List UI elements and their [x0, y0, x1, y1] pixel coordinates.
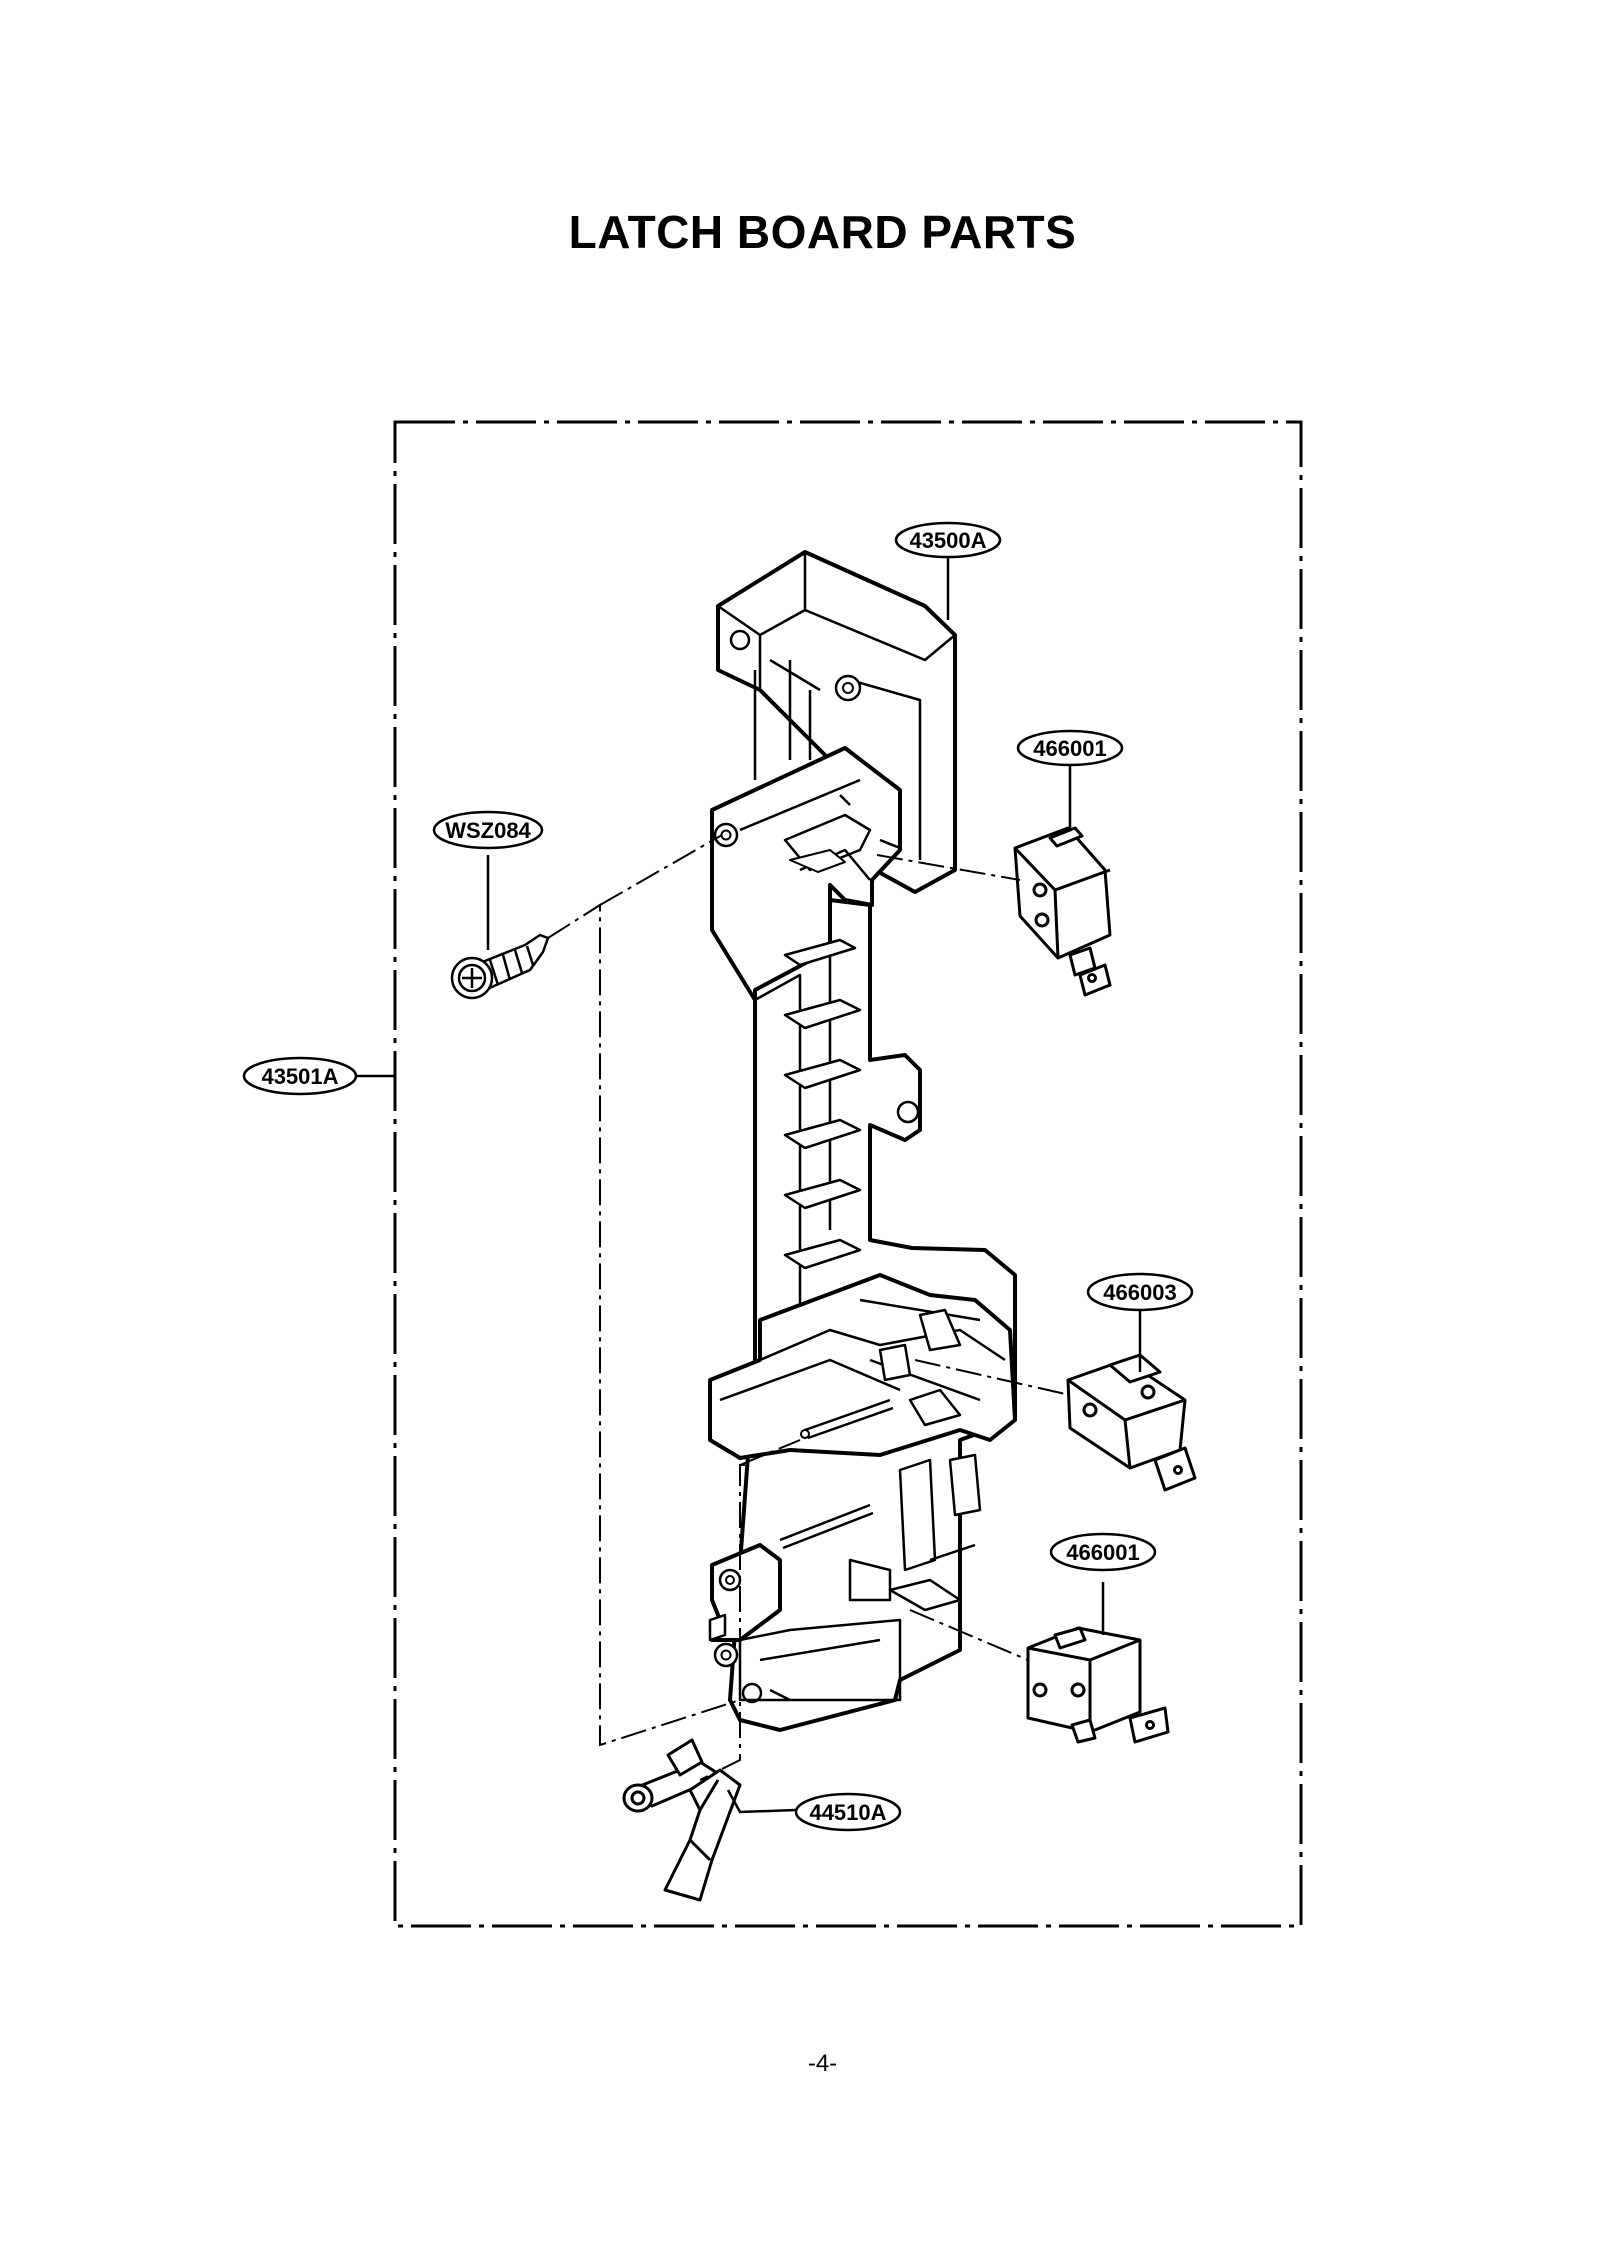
svg-text:466001: 466001 — [1033, 736, 1106, 761]
callout-466001-bottom: 466001 — [1049, 1532, 1157, 1572]
latch-lever — [622, 1738, 742, 1902]
latch-board — [708, 550, 1017, 1732]
callout-466003: 466003 — [1086, 1272, 1194, 1312]
callout-43501A: 43501A — [242, 1056, 358, 1096]
svg-text:43501A: 43501A — [261, 1064, 338, 1089]
page-number: -4- — [807, 2050, 838, 2077]
svg-text:43500A: 43500A — [909, 528, 986, 553]
svg-text:466003: 466003 — [1103, 1280, 1176, 1305]
leader-lines — [356, 554, 1142, 1814]
micro-switch-bottom — [1026, 1626, 1170, 1744]
screw — [450, 933, 550, 1000]
assembly-boundary — [393, 420, 1303, 1928]
svg-text:44510A: 44510A — [809, 1800, 886, 1825]
svg-text:466001: 466001 — [1066, 1540, 1139, 1565]
micro-switch-top — [1013, 826, 1112, 997]
assembly-lines — [547, 834, 1071, 1781]
callout-WSZ084: WSZ084 — [432, 810, 544, 850]
svg-text:WSZ084: WSZ084 — [445, 818, 531, 843]
page-title: LATCH BOARD PARTS — [568, 206, 1077, 258]
micro-switch-middle — [1066, 1353, 1197, 1492]
callout-43500A: 43500A — [894, 521, 1002, 559]
callout-466001-top: 466001 — [1016, 729, 1124, 767]
callout-44510A: 44510A — [794, 1792, 902, 1832]
